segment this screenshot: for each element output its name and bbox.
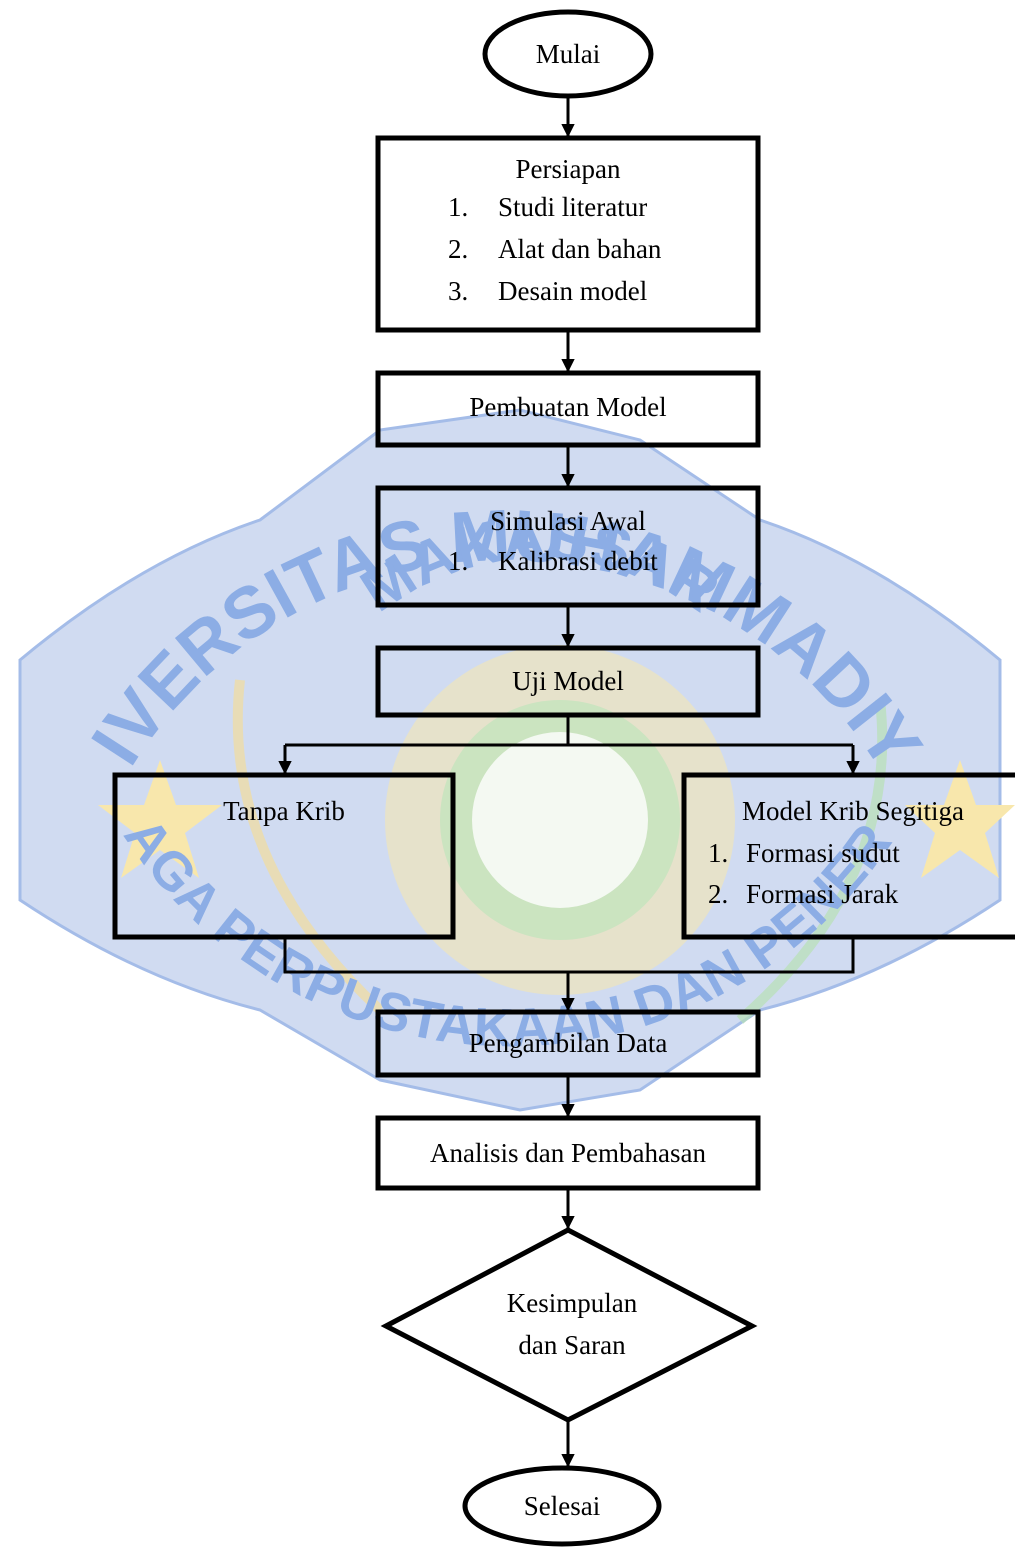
analisis-label: Analisis dan Pembahasan	[430, 1138, 706, 1168]
persiapan-box: Persiapan 1. Studi literatur 2. Alat dan…	[375, 135, 761, 333]
end-label: Selesai	[524, 1491, 600, 1521]
pembuatan-label: Pembuatan Model	[469, 392, 666, 422]
persiapan-title: Persiapan	[516, 154, 621, 184]
model-krib-box: Model Krib Segitiga 1. Formasi sudut 2. …	[681, 772, 1015, 940]
uji-box: Uji Model	[375, 645, 761, 718]
simulasi-box: Simulasi Awal 1. Kalibrasi debit	[375, 485, 761, 608]
kesimpulan-line-1: Kesimpulan	[507, 1288, 638, 1318]
start-node: Mulai	[482, 9, 654, 99]
watermark-laurel	[232, 679, 384, 1014]
simulasi-item-1: Kalibrasi debit	[498, 546, 658, 576]
pengambilan-label: Pengambilan Data	[469, 1028, 668, 1058]
persiapan-item-1: Studi literatur	[498, 192, 647, 222]
analisis-box: Analisis dan Pembahasan	[375, 1115, 761, 1191]
model-krib-item-1: Formasi sudut	[746, 838, 900, 868]
kesimpulan-line-2: dan Saran	[518, 1330, 626, 1360]
watermark-star-left	[98, 760, 222, 878]
end-node: Selesai	[462, 1465, 662, 1547]
connectors	[278, 95, 860, 1468]
watermark-sun	[385, 645, 735, 995]
simulasi-num-1: 1.	[448, 546, 468, 576]
model-krib-num-1: 1.	[708, 838, 728, 868]
persiapan-item-3: Desain model	[498, 276, 647, 306]
start-label: Mulai	[536, 39, 601, 69]
watermark-laurel-right	[736, 699, 888, 1024]
model-krib-title: Model Krib Segitiga	[742, 796, 964, 826]
simulasi-title: Simulasi Awal	[490, 506, 646, 536]
pengambilan-box: Pengambilan Data	[375, 1009, 761, 1078]
kesimpulan-diamond: Kesimpulan dan Saran	[380, 1227, 758, 1423]
persiapan-num-2: 2.	[448, 234, 468, 264]
tanpa-krib-box: Tanpa Krib	[112, 772, 456, 940]
model-krib-num-2: 2.	[708, 879, 728, 909]
persiapan-item-2: Alat dan bahan	[498, 234, 662, 264]
pembuatan-box: Pembuatan Model	[375, 370, 761, 448]
watermark-star-right	[905, 760, 1015, 878]
model-krib-item-2: Formasi Jarak	[746, 879, 899, 909]
tanpa-krib-label: Tanpa Krib	[223, 796, 345, 826]
persiapan-num-1: 1.	[448, 192, 468, 222]
persiapan-num-3: 3.	[448, 276, 468, 306]
uji-label: Uji Model	[512, 666, 624, 696]
